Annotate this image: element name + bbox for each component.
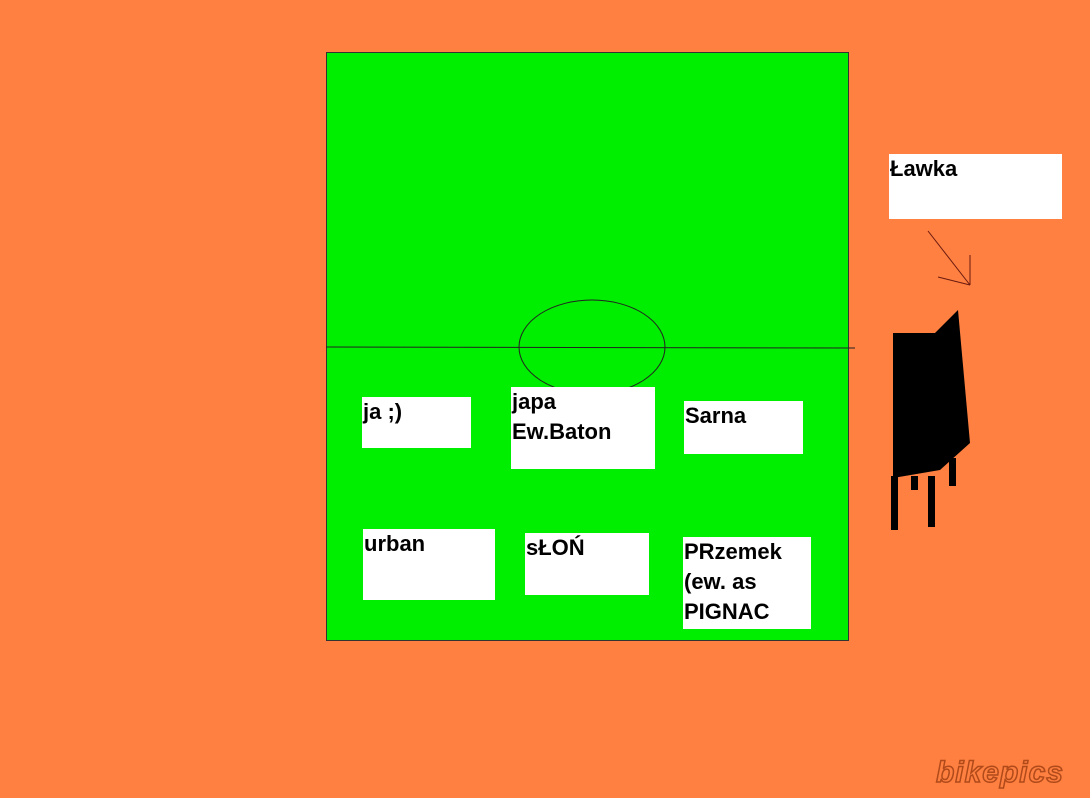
player-label-urban: urban — [363, 529, 495, 600]
player-label-przemek: PRzemek (ew. as PIGNAC — [683, 537, 811, 629]
player-label-ja: ja ;) — [362, 397, 471, 448]
player-label-sarna: Sarna — [684, 401, 803, 454]
bench-label: Ławka — [889, 154, 1062, 219]
player-label-slon: sŁOŃ — [525, 533, 649, 595]
watermark-logo: bikepics — [935, 755, 1064, 790]
bench-icon — [891, 310, 970, 530]
player-label-japa: japa Ew.Baton — [511, 387, 655, 469]
arrow-icon — [927, 230, 971, 286]
halfway-line — [325, 346, 856, 349]
